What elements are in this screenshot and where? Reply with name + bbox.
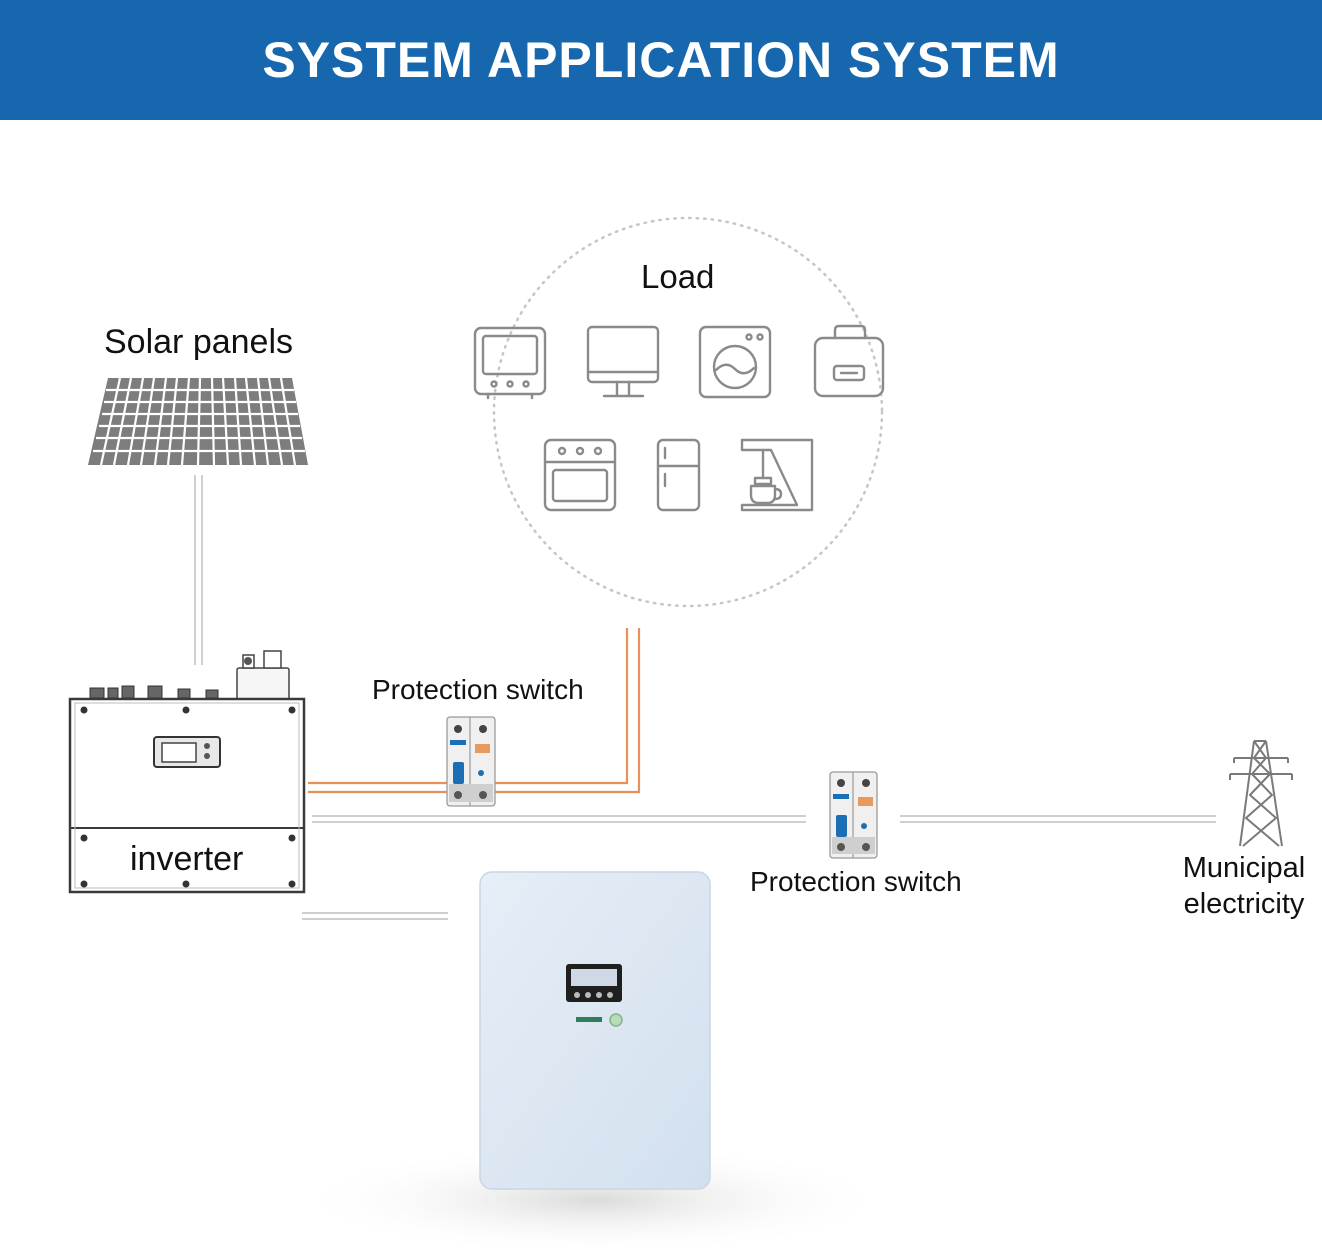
- header-banner: SYSTEM APPLICATION SYSTEM: [0, 0, 1322, 120]
- tv-icon: [473, 326, 547, 400]
- inverter-label: inverter: [130, 840, 244, 878]
- monitor-icon: [586, 325, 660, 398]
- municipal-label-line2: electricity: [1183, 888, 1305, 920]
- inverter: [68, 650, 306, 894]
- wires: [194, 475, 1216, 920]
- load-circle: [492, 216, 884, 608]
- page-title: SYSTEM APPLICATION SYSTEM: [262, 32, 1060, 88]
- power-pylon-icon: [1229, 740, 1293, 847]
- solar-panels-label: Solar panels: [104, 323, 294, 361]
- solar-panel: [88, 377, 308, 466]
- oven-icon: [543, 438, 617, 512]
- protection-switch-label-2: Protection switch: [750, 866, 962, 897]
- municipal-electricity-label: Municipal electricity: [1180, 850, 1308, 922]
- protection-switch-2: [829, 771, 878, 859]
- protection-switch-label-1: Protection switch: [372, 674, 584, 705]
- load-label: Load: [641, 258, 715, 295]
- battery-unit: [295, 871, 895, 1251]
- coffee-machine-icon: [740, 438, 814, 512]
- refrigerator-icon: [656, 438, 701, 512]
- rice-cooker-icon: [813, 324, 885, 398]
- protection-switch-1: [446, 716, 496, 807]
- washing-machine-icon: [698, 325, 772, 399]
- municipal-label-line1: Municipal: [1182, 852, 1306, 884]
